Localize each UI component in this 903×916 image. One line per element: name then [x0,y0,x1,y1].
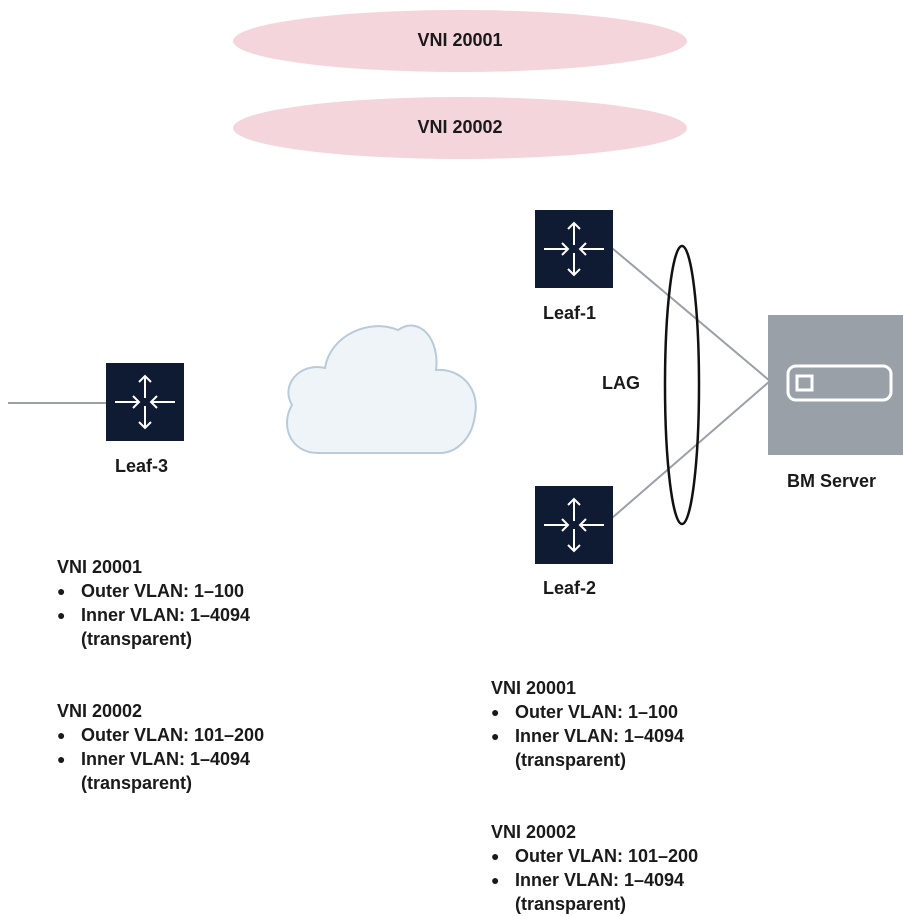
leaf2-label: Leaf-2 [543,578,597,598]
config-note: (transparent) [515,894,627,914]
left-config-vni-20001: VNI 20001 Outer VLAN: 1–100 Inner VLAN: … [57,555,250,651]
config-inner-vlan: Inner VLAN: 1–4094 [491,724,684,748]
config-inner-vlan: Inner VLAN: 1–4094 [57,747,264,771]
config-note: (transparent) [515,750,627,770]
leaf3-label: Leaf-3 [115,456,169,476]
leaf1-server-link [611,247,771,382]
vni-20002-ellipse [233,97,687,159]
config-inner-vlan: Inner VLAN: 1–4094 [57,603,250,627]
lag-label: LAG [602,373,640,393]
config-note: (transparent) [81,629,193,649]
right-config-vni-20002: VNI 20002 Outer VLAN: 101–200 Inner VLAN… [491,820,698,916]
config-vni-title: VNI 20002 [57,701,143,721]
left-config-vni-20002: VNI 20002 Outer VLAN: 101–200 Inner VLAN… [57,699,264,795]
config-outer-vlan: Outer VLAN: 101–200 [491,844,698,868]
right-config-vni-20001: VNI 20001 Outer VLAN: 1–100 Inner VLAN: … [491,676,684,772]
config-vni-title: VNI 20001 [57,557,143,577]
bm-server-icon [768,315,903,455]
leaf2-server-link [611,380,771,519]
leaf1-label: Leaf-1 [543,303,597,323]
vni-20002-label: VNI 20002 [417,117,503,137]
cloud-icon [286,324,477,454]
leaf1-switch-icon [535,210,613,288]
leaf2-switch-icon [535,486,613,564]
config-vni-title: VNI 20002 [491,822,577,842]
config-vni-title: VNI 20001 [491,678,577,698]
config-outer-vlan: Outer VLAN: 101–200 [57,723,264,747]
config-note: (transparent) [81,773,193,793]
config-outer-vlan: Outer VLAN: 1–100 [491,700,684,724]
vni-20001-ellipse [233,10,687,72]
bm-server-label: BM Server [787,471,877,491]
leaf3-switch-icon [106,363,184,441]
lag-ellipse [663,244,701,526]
config-inner-vlan: Inner VLAN: 1–4094 [491,868,698,892]
vni-20001-label: VNI 20001 [417,30,503,50]
config-outer-vlan: Outer VLAN: 1–100 [57,579,250,603]
